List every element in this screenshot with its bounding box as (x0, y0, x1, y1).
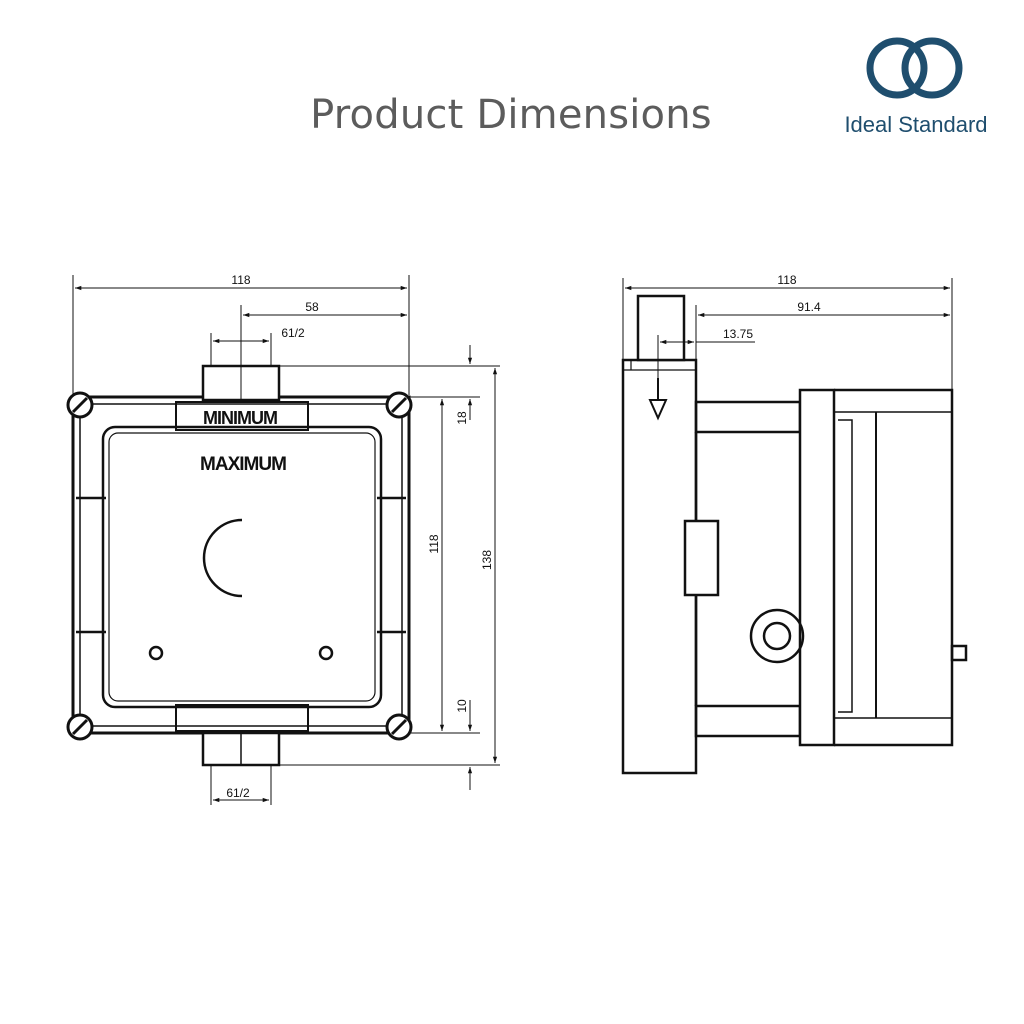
label-maximum: MAXIMUM (200, 454, 286, 475)
side-dimension-lines (622, 278, 953, 402)
page-title: Product Dimensions (310, 92, 712, 138)
front-dimension-lines (72, 275, 500, 805)
side-view (621, 294, 968, 775)
dim-front-width: 118 (231, 273, 250, 287)
label-minimum: MINIMUM (203, 408, 277, 428)
dim-side-width: 118 (777, 273, 796, 287)
dim-pipe-top: 61/2 (281, 326, 305, 340)
dim-overall-height: 138 (480, 550, 494, 570)
dim-side-small: 13.75 (723, 327, 753, 341)
screw-icon (66, 391, 413, 741)
dim-bottom-offset: 10 (455, 699, 469, 713)
flow-arrow-icon (648, 378, 668, 421)
dim-top-offset: 18 (455, 411, 469, 425)
dim-front-height: 118 (427, 534, 441, 553)
dim-pipe-bottom: 61/2 (226, 786, 250, 800)
brand-name: Ideal Standard (844, 112, 988, 137)
dim-front-offset: 58 (305, 300, 319, 314)
dim-side-depth: 91.4 (797, 300, 821, 314)
ideal-standard-logo-icon (866, 37, 963, 99)
